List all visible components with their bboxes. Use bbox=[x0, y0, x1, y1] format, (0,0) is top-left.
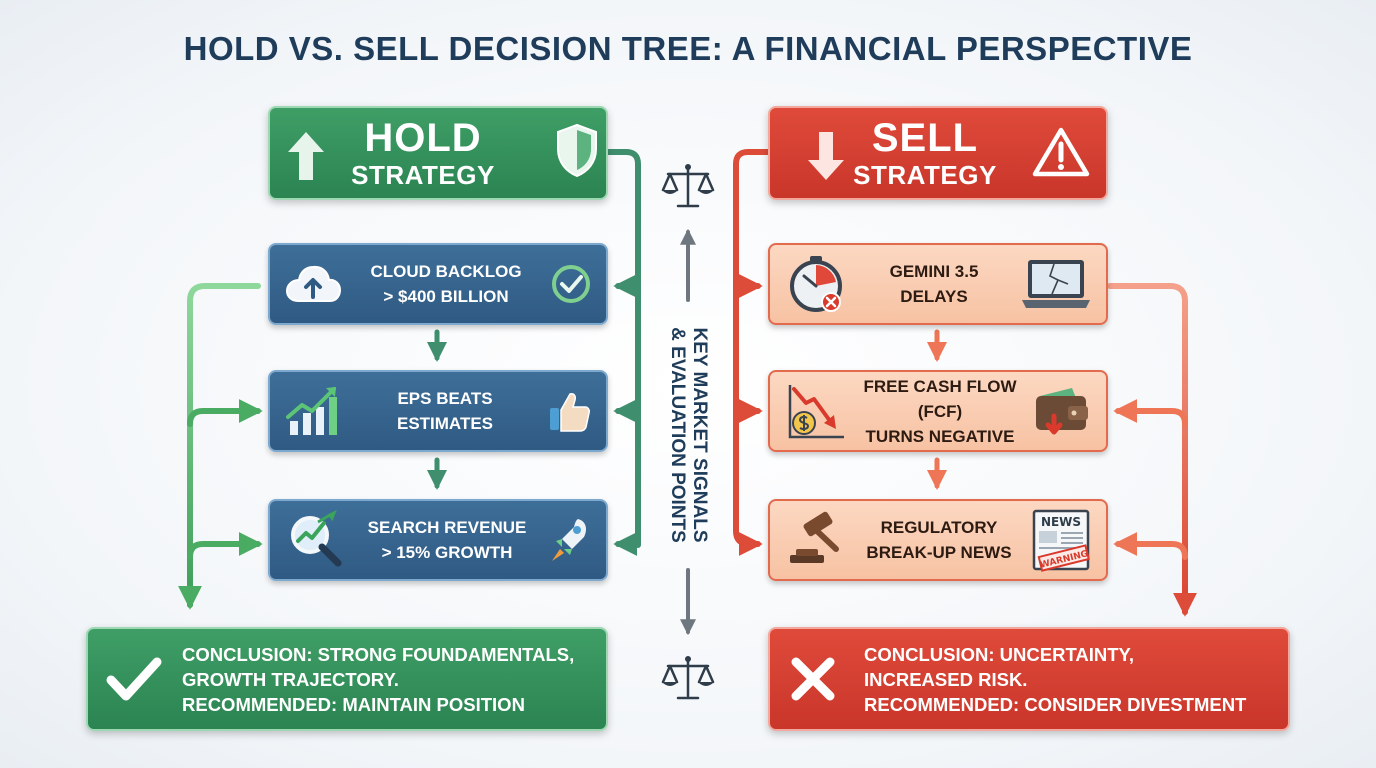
balance-scale-icon bbox=[661, 164, 715, 208]
gavel-icon bbox=[790, 511, 839, 563]
sell-signal-1-line2: DELAYS bbox=[900, 287, 968, 306]
arrow-down-icon bbox=[808, 132, 844, 180]
warning-icon bbox=[1032, 127, 1090, 177]
growth-chart-icon bbox=[286, 387, 337, 435]
sell-signal-3-line2: BREAK-UP NEWS bbox=[866, 543, 1012, 562]
declining-dollar-icon bbox=[788, 385, 844, 439]
center-label-line1: KEY MARKET SIGNALS bbox=[689, 327, 710, 543]
hold-signal-3-line2: > 15% GROWTH bbox=[381, 543, 513, 562]
sell-signal-2-line1: FREE CASH FLOW (FCF) bbox=[863, 376, 1017, 421]
sell-conclusion-line2: INCREASED RISK. bbox=[864, 668, 1028, 690]
magnifier-growth-icon bbox=[291, 509, 342, 567]
hold-signal-eps-beats: EPS BEATS ESTIMATES bbox=[268, 370, 608, 452]
stopwatch-icon bbox=[790, 256, 842, 312]
hold-signal-1-line2: > $400 BILLION bbox=[383, 287, 509, 306]
center-label-line2: & EVALUATION POINTS bbox=[667, 327, 688, 543]
arrow-up-icon bbox=[288, 132, 324, 180]
hold-conclusion-line2: GROWTH TRAJECTORY. bbox=[182, 668, 399, 690]
thumbs-up-icon bbox=[550, 393, 590, 432]
hold-heading: HOLD bbox=[364, 116, 482, 160]
hold-signal-2-line2: ESTIMATES bbox=[396, 414, 494, 433]
hold-signal-1-line1: CLOUD BACKLOG bbox=[370, 262, 522, 281]
hold-signal-cloud-backlog: CLOUD BACKLOG > $400 BILLION bbox=[268, 243, 608, 325]
sell-signal-regulatory-news: REGULATORY BREAK-UP NEWS NEWS WARNING bbox=[768, 499, 1108, 581]
broken-laptop-icon bbox=[1022, 260, 1090, 308]
page-title: HOLD VS. SELL DECISION TREE: A FINANCIAL… bbox=[183, 30, 1193, 67]
newspaper-masthead: NEWS bbox=[1041, 515, 1081, 529]
check-circle-icon bbox=[552, 265, 590, 303]
sell-signal-1-line1: GEMINI 3.5 bbox=[889, 262, 979, 281]
newspaper-icon: NEWS WARNING bbox=[1032, 509, 1090, 572]
sell-signal-3-line1: REGULATORY bbox=[880, 518, 998, 537]
sell-subheading: STRATEGY bbox=[853, 160, 997, 190]
hold-subheading: STRATEGY bbox=[351, 160, 495, 190]
sell-signal-2-line2: TURNS NEGATIVE bbox=[865, 426, 1015, 446]
sell-conclusion-line3: RECOMMENDED: CONSIDER DIVESTMENT bbox=[864, 693, 1247, 715]
sell-conclusion-line1: CONCLUSION: UNCERTAINTY, bbox=[864, 643, 1134, 665]
hold-signal-3-line1: SEARCH REVENUE bbox=[367, 518, 527, 537]
wallet-icon bbox=[1036, 388, 1088, 435]
hold-conclusion: CONCLUSION: STRONG FOUNDAMENTALS, GROWTH… bbox=[86, 627, 608, 731]
hold-conclusion-line3: RECOMMENDED: MAINTAIN POSITION bbox=[182, 693, 525, 715]
sell-heading: SELL bbox=[871, 116, 979, 160]
cloud-upload-icon bbox=[285, 265, 342, 302]
sell-strategy-header: SELL STRATEGY bbox=[768, 106, 1108, 200]
hold-strategy-header: HOLD STRATEGY bbox=[268, 106, 608, 200]
rocket-icon bbox=[552, 519, 586, 561]
checkmark-icon bbox=[106, 657, 162, 701]
sell-conclusion: CONCLUSION: UNCERTAINTY, INCREASED RISK.… bbox=[768, 627, 1290, 731]
sell-signal-free-cash-flow: FREE CASH FLOW (FCF) TURNS NEGATIVE bbox=[768, 370, 1108, 452]
cross-icon bbox=[791, 657, 835, 701]
balance-scale-icon bbox=[661, 656, 715, 700]
hold-signal-2-line1: EPS BEATS bbox=[397, 389, 493, 408]
sell-signal-gemini-delays: GEMINI 3.5 DELAYS bbox=[768, 243, 1108, 325]
shield-icon bbox=[557, 123, 597, 178]
hold-signal-search-revenue: SEARCH REVENUE > 15% GROWTH bbox=[268, 499, 608, 581]
hold-conclusion-line1: CONCLUSION: STRONG FOUNDAMENTALS, bbox=[182, 643, 575, 665]
